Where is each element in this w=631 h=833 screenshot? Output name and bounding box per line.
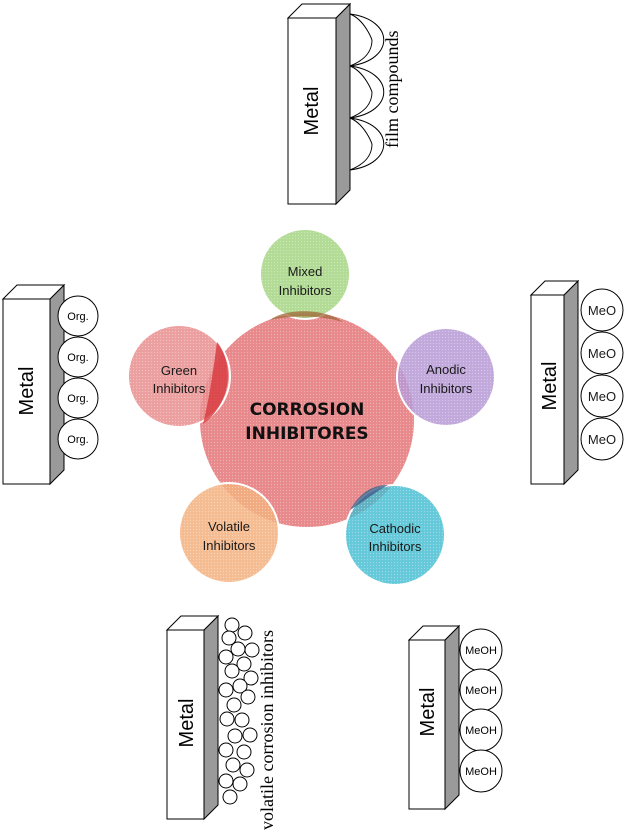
film-compound-arcs — [349, 13, 385, 171]
cathodic-line2: Inhibitors — [369, 539, 422, 554]
metal-label-bottom-right: Metal — [417, 688, 439, 737]
molecule-label: MeO — [588, 346, 616, 361]
molecule-circle — [57, 377, 99, 419]
meo-molecules: MeO MeO MeO MeO — [580, 288, 624, 461]
mixed-inhibitors-circle: Mixed Inhibitors — [259, 228, 351, 320]
molecule-label: MeOH — [465, 645, 497, 657]
inhibitor-cluster: Mixed Inhibitors Anodic Inhibitors Catho… — [127, 228, 496, 586]
molecule-circle — [580, 374, 624, 418]
anodic-line2: Inhibitors — [420, 381, 473, 396]
molecule-label: MeO — [588, 432, 616, 447]
metal-label-bottom-left: Metal — [176, 699, 198, 748]
green-line2: Inhibitors — [153, 381, 206, 396]
molecule-label: MeOH — [465, 725, 497, 737]
molecule-circle — [580, 417, 624, 461]
molecule-label: MeOH — [465, 766, 497, 778]
cathodic-overlap — [350, 485, 388, 510]
volatile-inhibitors-circle: Volatile Inhibitors — [178, 482, 280, 584]
green-overlap — [203, 342, 228, 424]
molecule-circle — [459, 749, 503, 793]
molecule-label: MeOH — [465, 685, 497, 697]
molecule-circle — [57, 418, 99, 460]
molecule-circle — [580, 331, 624, 375]
metal-block-right: Metal MeO MeO MeO MeO — [529, 279, 624, 486]
volatile-line2: Inhibitors — [203, 538, 256, 553]
meoh-molecules: MeOH MeOH MeOH MeOH — [459, 628, 503, 793]
org-molecules: Org. Org. Org. Org. — [57, 295, 99, 460]
molecule-circle — [57, 295, 99, 337]
molecule-circle — [57, 336, 99, 378]
volatile-particles — [218, 617, 260, 805]
metal-block-bottom-right: Metal MeOH MeOH MeOH MeOH — [407, 624, 503, 811]
volatile-corrosion-inhibitors-label: volatile corrosion inhibitors — [257, 630, 277, 830]
molecule-label: MeO — [588, 389, 616, 404]
mixed-line2: Inhibitors — [279, 283, 332, 298]
metal-block-bottom-left: Metal volatile corrosion inhibitors — [165, 614, 277, 830]
anodic-line1: Anodic — [426, 362, 466, 377]
metal-label-top: Metal — [301, 87, 323, 136]
film-compounds-label: film compounds — [382, 31, 402, 149]
molecule-label: Org. — [67, 393, 88, 405]
molecule-label: Org. — [67, 434, 88, 446]
mixed-overlap — [270, 311, 343, 322]
molecule-label: Org. — [67, 352, 88, 364]
green-line1: Green — [161, 363, 197, 378]
molecule-circle — [580, 288, 624, 332]
volatile-line1: Volatile — [208, 519, 250, 534]
center-title-line2: INHIBITORES — [245, 424, 368, 444]
green-inhibitors-circle: Green Inhibitors — [127, 324, 231, 428]
molecule-label: Org. — [67, 311, 88, 323]
molecule-label: MeO — [588, 303, 616, 318]
mixed-line1: Mixed — [288, 264, 323, 279]
metal-block-left: Metal Org. Org. Org. Org. — [1, 283, 99, 486]
metal-label-right: Metal — [539, 362, 561, 411]
center-title-line1: CORROSION — [250, 400, 365, 420]
metal-block-top: Metal film compounds — [286, 2, 402, 206]
anodic-inhibitors-circle: Anodic Inhibitors — [396, 327, 496, 427]
metal-label-left: Metal — [16, 367, 38, 416]
cathodic-inhibitors-circle: Cathodic Inhibitors — [344, 484, 446, 586]
cathodic-line1: Cathodic — [369, 521, 421, 536]
